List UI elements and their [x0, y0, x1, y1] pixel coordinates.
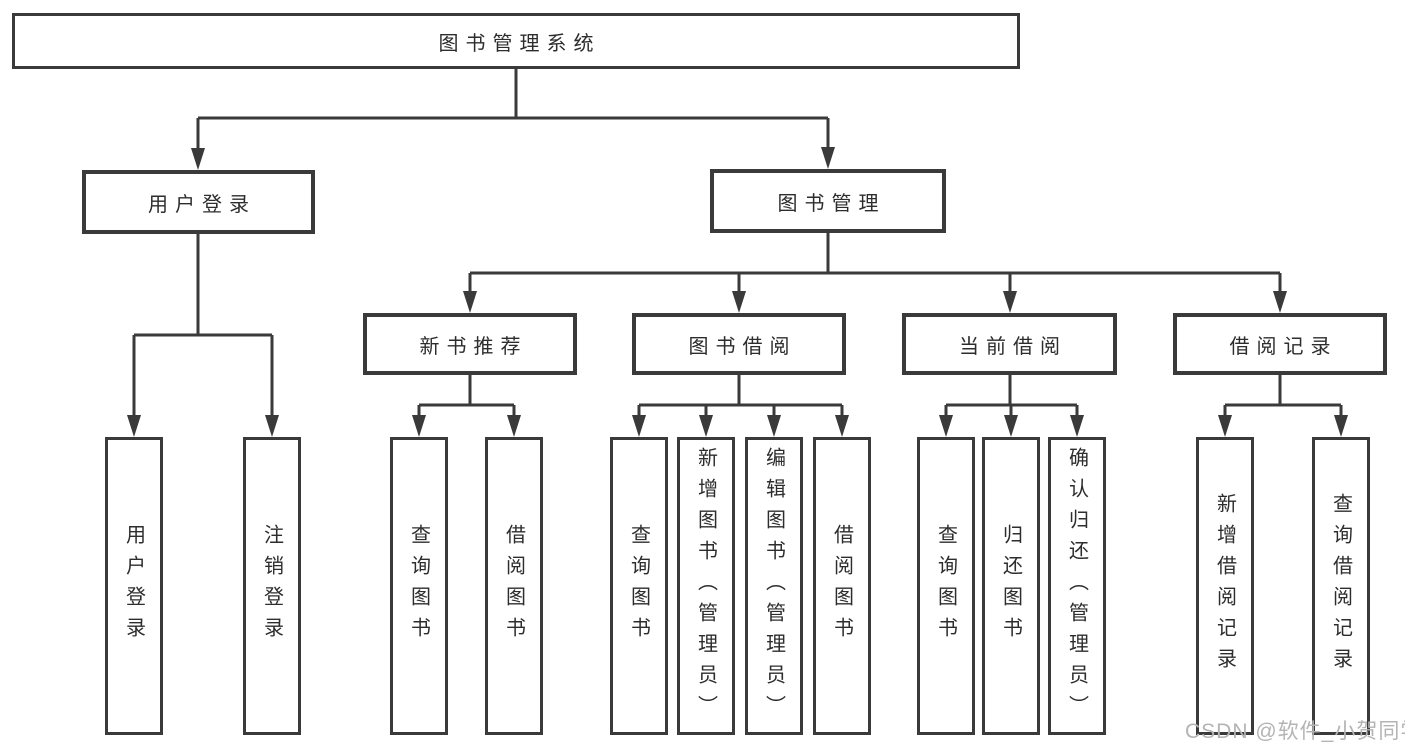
- node-leaf-borrow-books-1: 借阅图书: [485, 437, 543, 735]
- arrow-down-icon: [1004, 415, 1018, 437]
- connector-userlogin-to-leaves: [132, 234, 274, 419]
- arrow-down-icon: [265, 415, 279, 437]
- node-leaf-add-borrow-record: 新增借阅记录: [1196, 437, 1254, 735]
- arrow-down-icon: [821, 147, 835, 169]
- arrow-down-icon: [1070, 415, 1084, 437]
- node-borrow-records: 借阅记录: [1173, 313, 1387, 375]
- arrow-down-icon: [127, 415, 141, 437]
- node-leaf-return-book: 归还图书: [982, 437, 1040, 735]
- node-leaf-query-books-1: 查询图书: [390, 437, 448, 735]
- node-leaf-edit-book-admin: 编辑图书（管理员）: [745, 437, 803, 735]
- connector-current-to-leaves: [944, 375, 1079, 419]
- connector-newbook-to-leaves: [417, 375, 516, 419]
- arrow-down-icon: [835, 415, 849, 437]
- arrow-down-icon: [1003, 291, 1017, 313]
- node-current-borrow: 当前借阅: [902, 313, 1117, 375]
- arrow-down-icon: [191, 148, 205, 170]
- connector-borrow-to-leaves: [637, 375, 844, 419]
- arrow-down-icon: [732, 291, 746, 313]
- arrow-down-icon: [632, 415, 646, 437]
- arrow-down-icon: [507, 415, 521, 437]
- node-leaf-query-borrow-record: 查询借阅记录: [1312, 437, 1370, 735]
- arrow-down-icon: [1273, 291, 1287, 313]
- connector-bookmgmt-to-groups: [468, 233, 1282, 295]
- arrow-down-icon: [699, 415, 713, 437]
- connector-records-to-leaves: [1223, 375, 1343, 419]
- arrow-down-icon: [463, 291, 477, 313]
- arrow-down-icon: [939, 415, 953, 437]
- node-leaf-logout: 注销登录: [243, 437, 301, 735]
- node-leaf-confirm-return-admin: 确认归还（管理员）: [1048, 437, 1106, 735]
- node-new-book-recommend: 新书推荐: [363, 313, 577, 375]
- arrow-down-icon: [1334, 415, 1348, 437]
- node-leaf-query-books-2: 查询图书: [610, 437, 668, 735]
- arrow-down-icon: [1218, 415, 1232, 437]
- node-user-login: 用户登录: [82, 170, 315, 234]
- node-book-borrow: 图书借阅: [632, 313, 846, 375]
- node-leaf-add-book-admin: 新增图书（管理员）: [677, 437, 735, 735]
- arrow-down-icon: [412, 415, 426, 437]
- arrow-down-icon: [767, 415, 781, 437]
- node-root-library-system: 图书管理系统: [12, 13, 1020, 69]
- connector-root-to-level2: [196, 69, 830, 152]
- node-book-management: 图书管理: [710, 169, 946, 233]
- csdn-watermark: CSDN @软件_小贺同学: [1185, 720, 1405, 743]
- node-leaf-query-books-3: 查询图书: [917, 437, 975, 735]
- node-leaf-user-login: 用户登录: [105, 437, 163, 735]
- node-leaf-borrow-books-2: 借阅图书: [813, 437, 871, 735]
